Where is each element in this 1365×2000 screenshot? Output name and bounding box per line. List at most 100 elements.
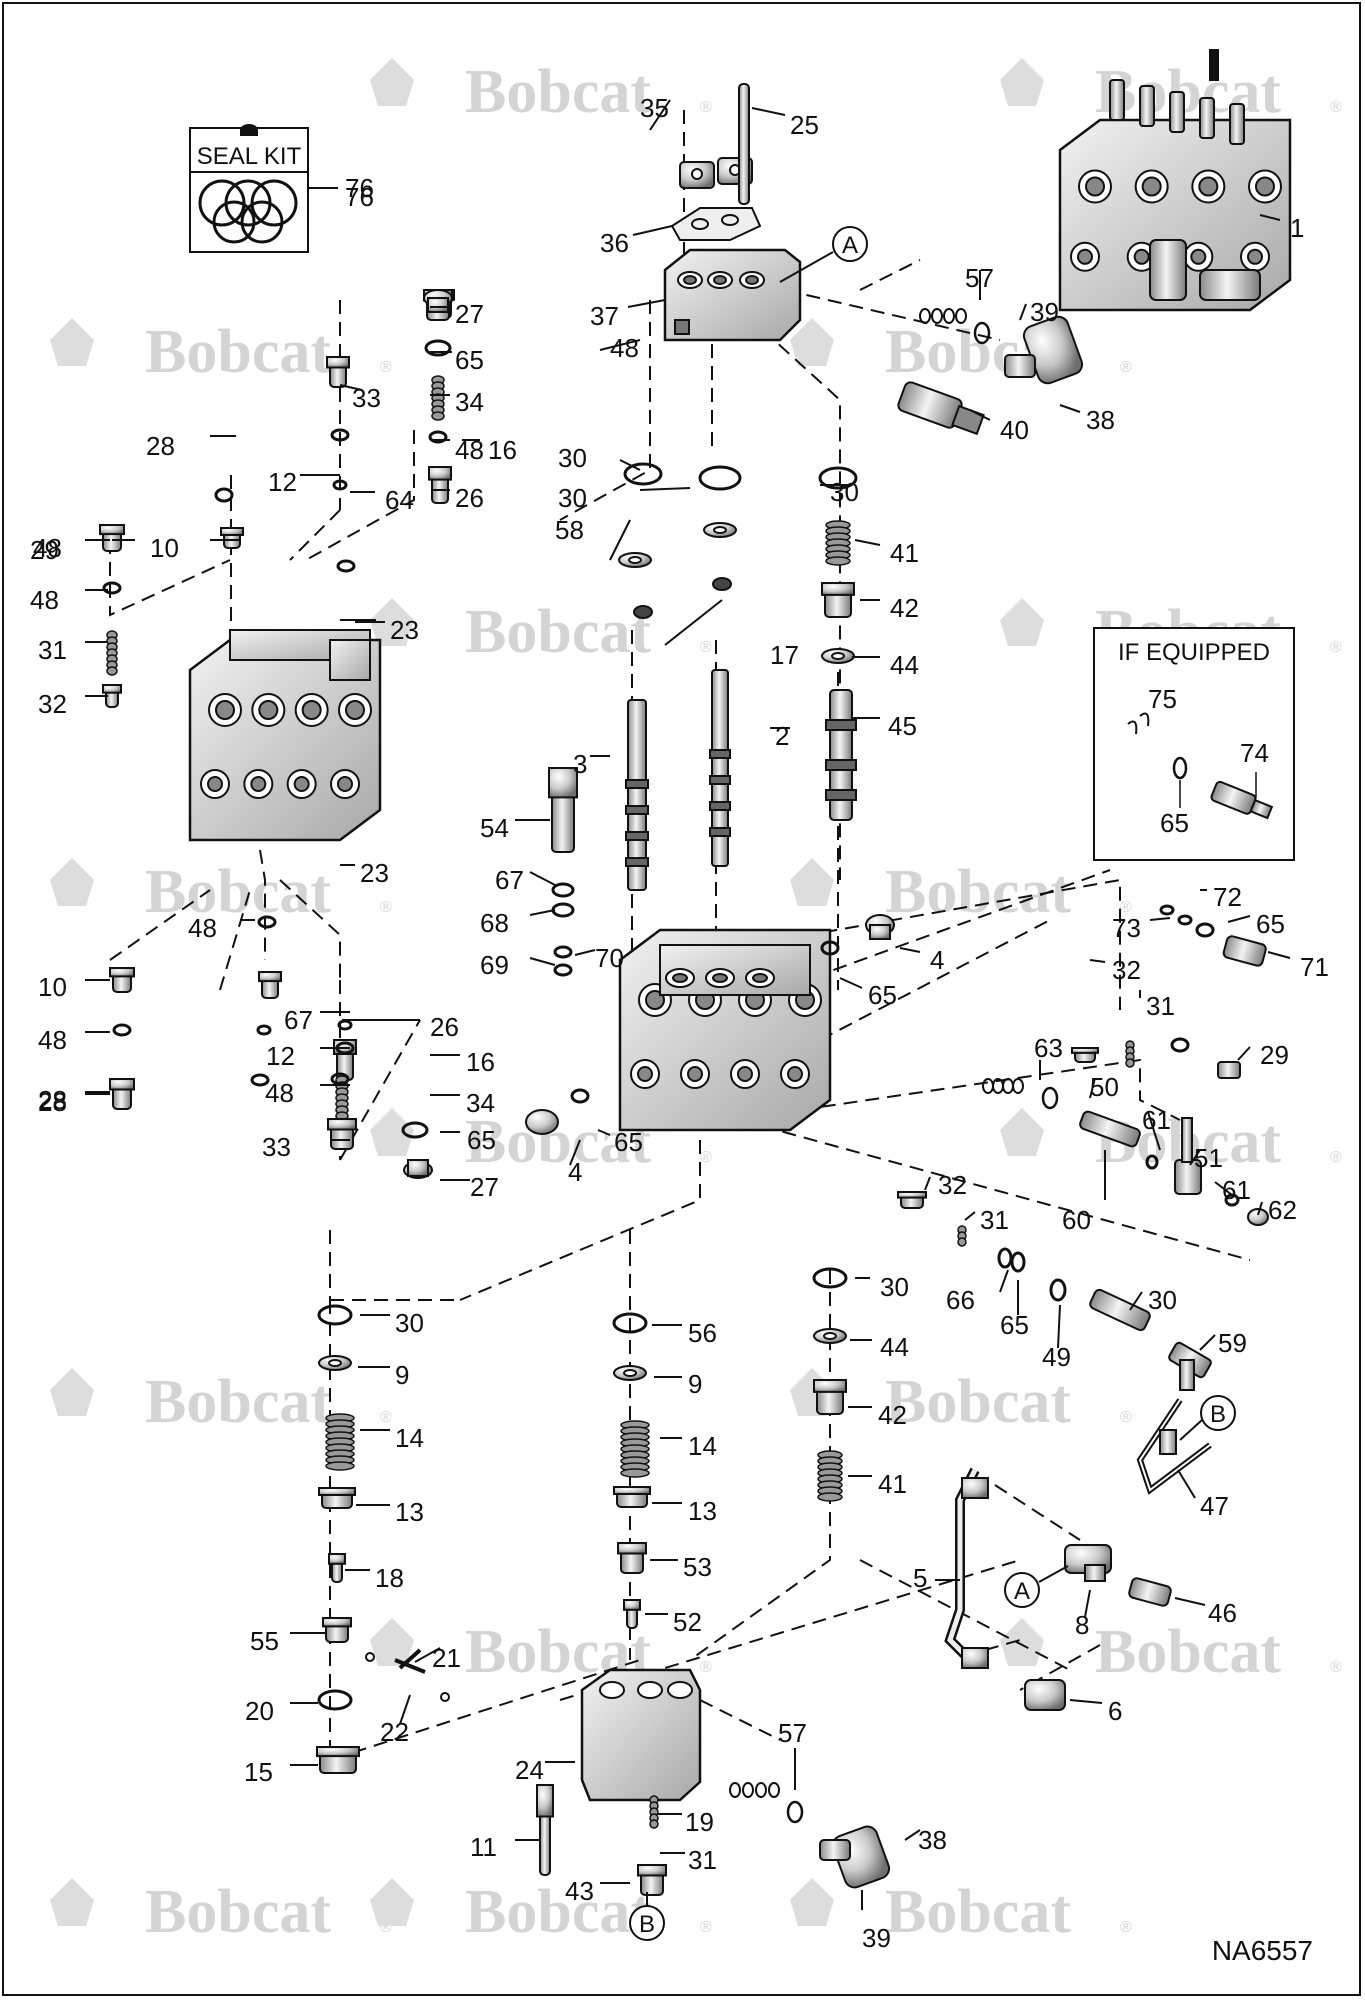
assembly-guide-line	[109, 540, 231, 617]
callout-number: 57	[965, 263, 994, 293]
solenoid-coil-bottom	[819, 1825, 891, 1889]
spring-21	[365, 1648, 450, 1702]
callout-number: 15	[244, 1757, 273, 1787]
pin-52	[623, 1599, 641, 1629]
if-equipped-title: IF EQUIPPED	[1118, 639, 1270, 666]
assembly-guide-line	[819, 919, 1051, 1041]
bottom-cap-block	[580, 1668, 702, 1802]
callout-number: 62	[1268, 1195, 1297, 1225]
plug-10-lower	[109, 967, 135, 993]
watermark-trademark: ®	[1120, 359, 1132, 376]
callout-number: 43	[565, 1876, 594, 1906]
bobcat-watermark: Bobcat®	[50, 1878, 392, 1946]
callout-number: 9	[688, 1369, 702, 1399]
tube-5	[944, 1467, 989, 1669]
callout-number: 39	[1030, 297, 1059, 327]
fitting-49	[1089, 1288, 1151, 1332]
watermark-trademark: ®	[1330, 639, 1342, 656]
tee-8	[1064, 1544, 1112, 1582]
callout-number: 42	[878, 1400, 907, 1430]
watermark-brand: Bobcat	[145, 858, 331, 926]
callout-number: 29	[1260, 1040, 1289, 1070]
watermark-trademark: ®	[700, 1659, 712, 1676]
leader-line	[529, 957, 556, 966]
watermark-trademark: ®	[1330, 99, 1342, 116]
assembly-guide-line	[739, 1119, 1251, 1261]
callout-number: 14	[395, 1423, 424, 1453]
callout-number: 31	[38, 635, 67, 665]
watermark-trademark: ®	[1120, 899, 1132, 916]
assembly-guide-line	[994, 1484, 1081, 1541]
cap-62	[1247, 1208, 1269, 1226]
fitting-29	[99, 524, 125, 552]
leader-line	[399, 1694, 411, 1725]
callout-number: 54	[480, 813, 509, 843]
assembly-guide-line	[791, 869, 1111, 986]
callout-number: 61	[1142, 1105, 1171, 1135]
watermark-trademark: ®	[1330, 1659, 1342, 1676]
callout-number: 22	[380, 1717, 409, 1747]
callout-number: 32	[938, 1170, 967, 1200]
callout-number: 27	[470, 1172, 499, 1202]
callout-number: 21	[432, 1643, 461, 1673]
callout-number: 14	[688, 1431, 717, 1461]
o-ring	[401, 1121, 429, 1139]
assembly-guide-line	[689, 1270, 831, 1661]
callout-number: 44	[880, 1332, 909, 1362]
callout-number: 68	[480, 908, 509, 938]
callout-number: 1	[1290, 213, 1304, 243]
callout-number: 40	[1000, 415, 1029, 445]
bobcat-watermark: Bobcat®	[50, 858, 392, 926]
bobcat-watermark: Bobcat®	[370, 1618, 712, 1686]
bobcat-watermark: Bobcat®	[790, 858, 1132, 926]
watermark-trademark: ®	[1120, 1409, 1132, 1426]
callout-number: 64	[385, 485, 414, 515]
leader-line	[1057, 1304, 1061, 1349]
callout-number: 41	[890, 538, 919, 568]
assembly-guide-line	[559, 1559, 1021, 1701]
callout-number: 59	[1218, 1328, 1247, 1358]
cap-27	[423, 289, 453, 313]
spring-14-left	[325, 1413, 355, 1471]
reference-marker-b-right: B	[1179, 1395, 1236, 1441]
fitting-6	[1024, 1679, 1066, 1711]
leader-line	[529, 871, 556, 886]
assembly-guide-line	[699, 1699, 781, 1741]
leader-line	[854, 539, 881, 546]
leader-line	[969, 409, 991, 421]
callout-number: 30	[830, 477, 859, 507]
callout-number: 32	[1112, 955, 1141, 985]
seal-17b	[712, 577, 732, 591]
leader-lines	[85, 99, 1291, 1910]
o-ring	[317, 1689, 353, 1711]
leader-line	[899, 947, 921, 953]
leader-line	[619, 459, 641, 471]
callout-number: 72	[1213, 882, 1242, 912]
callout-number: 28	[38, 1087, 67, 1117]
svg-text:A: A	[1014, 1578, 1030, 1605]
watermark-trademark: ®	[700, 1919, 712, 1936]
leader-line	[1189, 1149, 1201, 1166]
o-ring	[1010, 1251, 1026, 1273]
watermark-brand: Bobcat	[465, 58, 651, 126]
leader-line	[1147, 1111, 1161, 1151]
leader-line	[964, 1211, 976, 1221]
callout-number: 46	[1208, 1598, 1237, 1628]
callout-number: 65	[467, 1125, 496, 1155]
leader-line	[1059, 404, 1081, 413]
callout-number: 65	[1000, 1310, 1029, 1340]
callout-number: 56	[688, 1318, 717, 1348]
callout-number: 44	[890, 650, 919, 680]
callout-number: 65	[868, 980, 897, 1010]
pin-32-lower	[897, 1191, 927, 1209]
leader-line	[1257, 1201, 1263, 1216]
bobcat-watermark: Bobcat®	[370, 1878, 712, 1946]
leader-line	[1174, 1597, 1206, 1606]
seal-group-57-top	[919, 308, 991, 345]
seal-kit-callout: 76	[345, 173, 374, 203]
fitting-50	[1079, 1110, 1141, 1148]
spring-41-top	[825, 520, 851, 566]
solenoid-coil-top	[1004, 315, 1084, 385]
leader-line	[649, 99, 671, 131]
